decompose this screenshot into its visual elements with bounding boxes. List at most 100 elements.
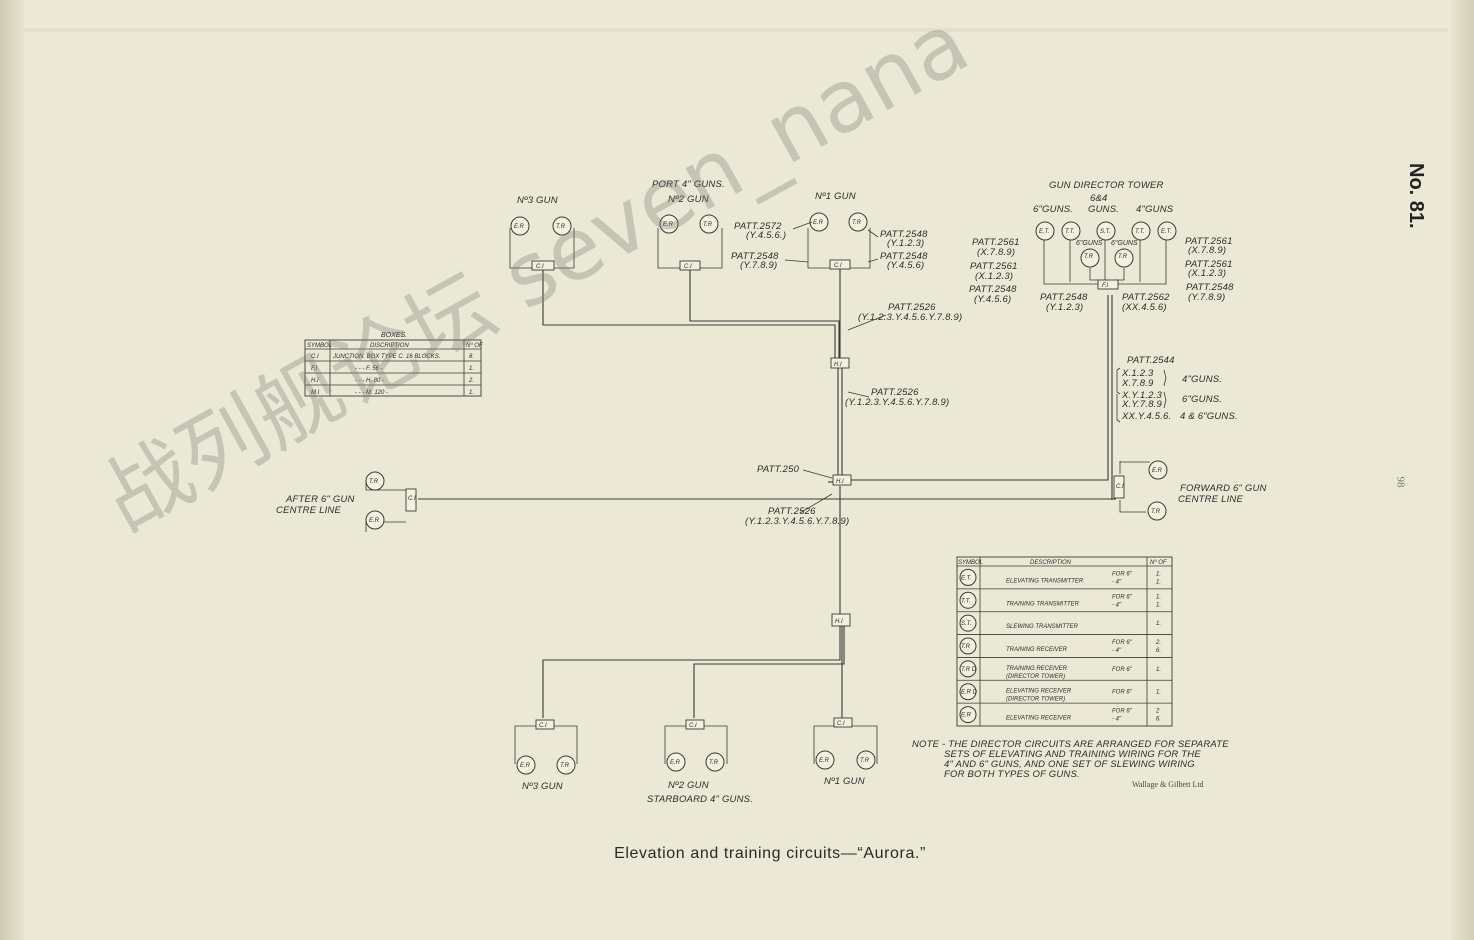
after-gun-label-2: CENTRE LINE	[276, 505, 341, 516]
patt-label: PATT.2548	[1040, 292, 1088, 303]
table-header: Nº OF	[466, 342, 483, 349]
symbol-text: E.R	[819, 758, 830, 764]
table-header: DISCRIPTION	[370, 343, 409, 349]
symbol-text: S.T.	[1100, 229, 1111, 235]
table-cell-for: FOR 6"	[1112, 594, 1133, 600]
table-cell: 1.	[469, 390, 474, 396]
training-receiver-icon	[705, 752, 725, 772]
table-cell-description: (DIRECTOR TOWER)	[1006, 697, 1065, 703]
instruments: E.R T.R E.R T.R E.R T.R E.R T.R E.R T.R …	[365, 212, 1177, 775]
elevating-transmitter-icon	[1035, 221, 1055, 241]
table-cell-for: - 4"	[1112, 648, 1122, 654]
patt-label: (Y.1.2.3)	[887, 238, 924, 249]
symbol-text: T.R	[1084, 254, 1094, 260]
table-cell-description: TRAINING TRANSMITTER	[1006, 601, 1080, 607]
port-guns-header: PORT 4" GUNS.	[652, 179, 725, 190]
patt-label: (X.7.8.9)	[977, 247, 1015, 258]
patt-label: (Y.7.8.9)	[1188, 292, 1225, 303]
symbol-text: T.R D	[961, 667, 977, 673]
director-4in-col: 4"GUNS	[1136, 204, 1174, 215]
symbol-text: E.R D	[961, 690, 978, 696]
patt-label: (Y.7.8.9)	[740, 260, 777, 271]
patt-label: (X.7.8.9)	[1188, 245, 1226, 256]
patt-label: PATT.2548	[969, 284, 1017, 295]
note-line: NOTE - THE DIRECTOR CIRCUITS ARE ARRANGE…	[912, 739, 1229, 750]
boxes-table: BOXES. SYMBOL DISCRIPTION Nº OF C.I JUNC…	[304, 332, 483, 397]
table-cell: 2.	[468, 378, 474, 384]
elevating-receiver-icon	[510, 216, 530, 236]
forward-gun-label: FORWARD 6" GUN	[1180, 483, 1267, 494]
table-cell-for: FOR 6"	[1112, 709, 1133, 715]
forward-gun-label-2: CENTRE LINE	[1178, 494, 1243, 505]
port-no2-gun-label: Nº2 GUN	[668, 194, 709, 205]
symbols-table: SYMBOL DESCRIPTION Nº OF E.T.ELEVATING T…	[956, 556, 1173, 727]
symbol-icon	[959, 568, 977, 586]
training-receiver-icon	[699, 214, 719, 234]
patt-label: PATT.2526	[888, 302, 936, 313]
junction-label: C.I	[536, 264, 544, 270]
patt-label: 6"GUNS.	[1182, 394, 1222, 405]
table-cell-description: SLEWING TRANSMITTER	[1006, 624, 1079, 630]
training-receiver-icon	[556, 755, 576, 775]
patt-label: PATT.2526	[768, 506, 816, 517]
patt-label: PATT.2548	[731, 251, 779, 262]
table-header: Nº OF	[1150, 559, 1167, 566]
symbol-icon	[959, 660, 977, 678]
stbd-no2-gun-label: Nº2 GUN	[668, 780, 709, 791]
table-cell: M.I	[311, 390, 320, 396]
table-header: SYMBOL	[307, 343, 332, 349]
patt-label: (X.1.2.3)	[975, 271, 1013, 282]
table-cell-for: FOR 6"	[1112, 667, 1133, 673]
patt-label: PATT.2561	[1185, 259, 1233, 270]
figure-caption: Elevation and training circuits—“Aurora.…	[614, 845, 926, 862]
table-cell-for: FOR 6"	[1112, 571, 1133, 577]
no1-gun-label: Nº1 GUN	[815, 191, 856, 202]
junction-box-stbd-no1	[833, 717, 853, 728]
training-receiver-icon	[856, 750, 876, 770]
symbol-text: S.T.	[961, 621, 972, 627]
director-sub: 6&4	[1090, 193, 1108, 204]
junction-label: H.I	[834, 362, 842, 368]
director-tower-title: GUN DIRECTOR TOWER	[1049, 180, 1164, 191]
junction-label: C.I	[837, 721, 845, 727]
table-cell-count: 1.	[1156, 594, 1161, 600]
symbol-text: E.R	[961, 713, 972, 719]
symbol-text: T.R	[961, 644, 971, 650]
junction-label: H.I	[835, 619, 843, 625]
table-cell-description: TRAINING RECEIVER	[1006, 647, 1068, 653]
slewing-transmitter-icon	[1096, 221, 1116, 241]
patt-label: PATT.2572	[734, 221, 782, 232]
elevating-receiver-icon	[365, 510, 385, 530]
note-line: FOR BOTH TYPES OF GUNS.	[944, 769, 1080, 780]
patt-label: PATT.2548	[880, 251, 928, 262]
patt-label: PATT.2548	[880, 229, 928, 240]
patt-label: PATT.2562	[1122, 292, 1170, 303]
symbol-text: E.R	[369, 518, 380, 524]
after-gun-label: AFTER 6" GUN	[285, 494, 355, 505]
symbol-text: E.R	[520, 763, 531, 769]
note-block: NOTE - THE DIRECTOR CIRCUITS ARE ARRANGE…	[912, 739, 1229, 780]
symbol-text: E.R	[813, 220, 824, 226]
elevating-receiver-icon	[666, 752, 686, 772]
table-cell: 8.	[469, 354, 474, 360]
junction-box-h1-lower	[831, 613, 851, 627]
port-no3-gun-label: Nº3 GUN	[517, 195, 558, 206]
patt-label: (Y.4.5.6.)	[746, 230, 786, 241]
symbol-text: T.R	[560, 763, 570, 769]
junction-label: F.I	[1102, 283, 1109, 289]
junction-box-m1	[832, 474, 852, 486]
table-cell-count: 1.	[1156, 571, 1161, 577]
junction-box-port-no3	[531, 260, 555, 271]
table-cell: JUNCTION. BOX TYPE C. 16 BLOCKS.	[332, 354, 440, 360]
symbol-text: E.T.	[1161, 229, 1172, 235]
director-guns: GUNS.	[1088, 204, 1119, 215]
junction-label: C.I	[539, 723, 547, 729]
junction-label: C.I	[834, 263, 842, 269]
training-transmitter-icon	[1061, 221, 1081, 241]
patt-label: (Y.4.5.6)	[887, 260, 924, 271]
table-cell-description: TRAINING RECEIVER	[1006, 666, 1068, 672]
symbol-icon	[959, 637, 977, 655]
table-cell-count: 1.	[1156, 667, 1161, 673]
